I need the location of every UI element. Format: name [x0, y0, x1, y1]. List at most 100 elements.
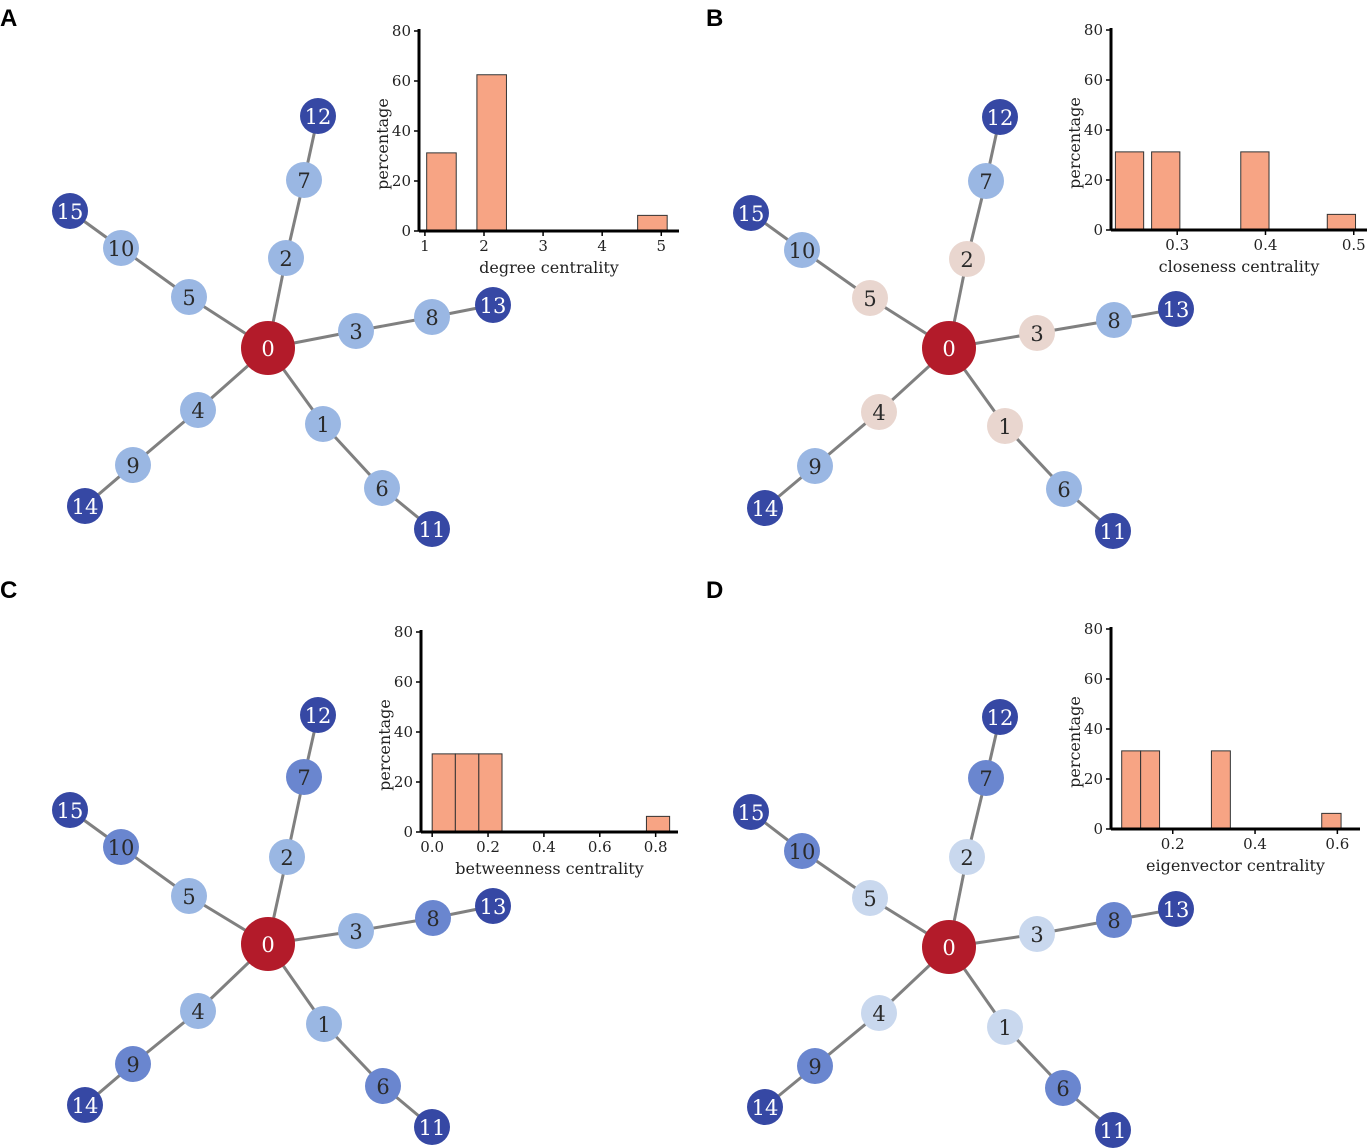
graph-node: 1 [987, 408, 1023, 444]
node-circle [968, 163, 1004, 199]
node-label: 15 [738, 202, 765, 226]
node-label: 13 [480, 294, 507, 318]
graph-node: 15 [52, 193, 88, 229]
node-circle [982, 99, 1018, 135]
graph-node: 6 [364, 470, 400, 506]
node-label: 0 [942, 337, 955, 361]
y-tick-label: 80 [1084, 620, 1103, 638]
y-axis-label: percentage [1065, 696, 1084, 788]
graph-node: 7 [286, 162, 322, 198]
graph-node: 5 [852, 880, 888, 916]
graph-node: 3 [338, 313, 374, 349]
graph-node: 8 [415, 900, 451, 936]
y-tick-label: 40 [394, 723, 413, 741]
node-label: 5 [182, 286, 195, 310]
y-tick-label: 0 [1093, 221, 1103, 239]
graph-node: 2 [269, 839, 305, 875]
node-label: 7 [979, 767, 992, 791]
histogram-bar [1140, 750, 1161, 830]
graph-node: 13 [475, 287, 511, 323]
node-label: 11 [1100, 1119, 1127, 1143]
x-tick-label: 0.4 [1254, 236, 1278, 254]
graph-node: 14 [747, 490, 783, 526]
graph-node: 0 [922, 920, 976, 974]
panel-letter: B [706, 5, 723, 32]
histogram-bar [478, 753, 503, 833]
node-circle [797, 1048, 833, 1084]
node-circle [52, 792, 88, 828]
histogram-bar [645, 815, 671, 833]
node-label: 3 [1030, 322, 1043, 346]
node-label: 8 [426, 907, 439, 931]
node-label: 1 [317, 1013, 330, 1037]
x-axis-label: closeness centrality [1159, 257, 1320, 276]
node-circle [414, 1109, 450, 1145]
node-label: 2 [280, 846, 293, 870]
node-circle [797, 448, 833, 484]
node-label: 1 [998, 1016, 1011, 1040]
node-circle [949, 839, 985, 875]
node-label: 0 [261, 337, 274, 361]
histogram-bar [1114, 151, 1145, 231]
node-circle [1019, 916, 1055, 952]
node-circle [1096, 302, 1132, 338]
node-circle [306, 1006, 342, 1042]
node-circle [241, 321, 295, 375]
x-tick-label: 0.4 [1243, 835, 1267, 853]
node-label: 10 [108, 237, 135, 261]
graph-node: 14 [67, 488, 103, 524]
histogram-bar [637, 214, 668, 232]
node-circle [1045, 1070, 1081, 1106]
graph-node: 5 [171, 878, 207, 914]
y-tick-label: 60 [1084, 71, 1103, 89]
graph-node: 2 [949, 839, 985, 875]
graph-node: 1 [987, 1009, 1023, 1045]
node-label: 14 [72, 495, 99, 519]
node-circle [286, 759, 322, 795]
node-circle [103, 230, 139, 266]
node-label: 5 [182, 885, 195, 909]
y-tick-label: 0 [401, 222, 411, 240]
graph-node: 11 [414, 1109, 450, 1145]
x-axis-label: eigenvector centrality [1146, 856, 1325, 875]
node-label: 12 [987, 706, 1014, 730]
graph-node: 5 [171, 279, 207, 315]
y-tick-label: 60 [392, 72, 411, 90]
graph-node: 3 [1019, 315, 1055, 351]
graph-node: 9 [797, 1048, 833, 1084]
x-tick-label: 0.2 [1161, 835, 1185, 853]
node-circle [747, 490, 783, 526]
node-label: 9 [808, 1055, 821, 1079]
node-circle [414, 299, 450, 335]
node-label: 11 [1100, 520, 1127, 544]
graph-node: 15 [733, 794, 769, 830]
panel-letter: C [0, 577, 17, 604]
node-label: 11 [419, 1116, 446, 1140]
graph-node: 9 [115, 1046, 151, 1082]
node-circle [171, 878, 207, 914]
y-tick-label: 60 [394, 673, 413, 691]
node-circle [115, 1046, 151, 1082]
node-label: 9 [126, 1053, 139, 1077]
node-label: 13 [1163, 898, 1190, 922]
graph-node: 14 [67, 1087, 103, 1123]
graph-node: 6 [365, 1068, 401, 1104]
node-label: 2 [279, 247, 292, 271]
node-label: 7 [979, 170, 992, 194]
node-label: 6 [375, 477, 388, 501]
node-circle [733, 794, 769, 830]
graph-node: 4 [861, 394, 897, 430]
node-label: 9 [126, 454, 139, 478]
node-label: 10 [108, 836, 135, 860]
node-circle [1095, 1112, 1131, 1148]
node-label: 14 [72, 1094, 99, 1118]
y-tick-label: 0 [403, 823, 413, 841]
graph-node: 4 [180, 392, 216, 428]
